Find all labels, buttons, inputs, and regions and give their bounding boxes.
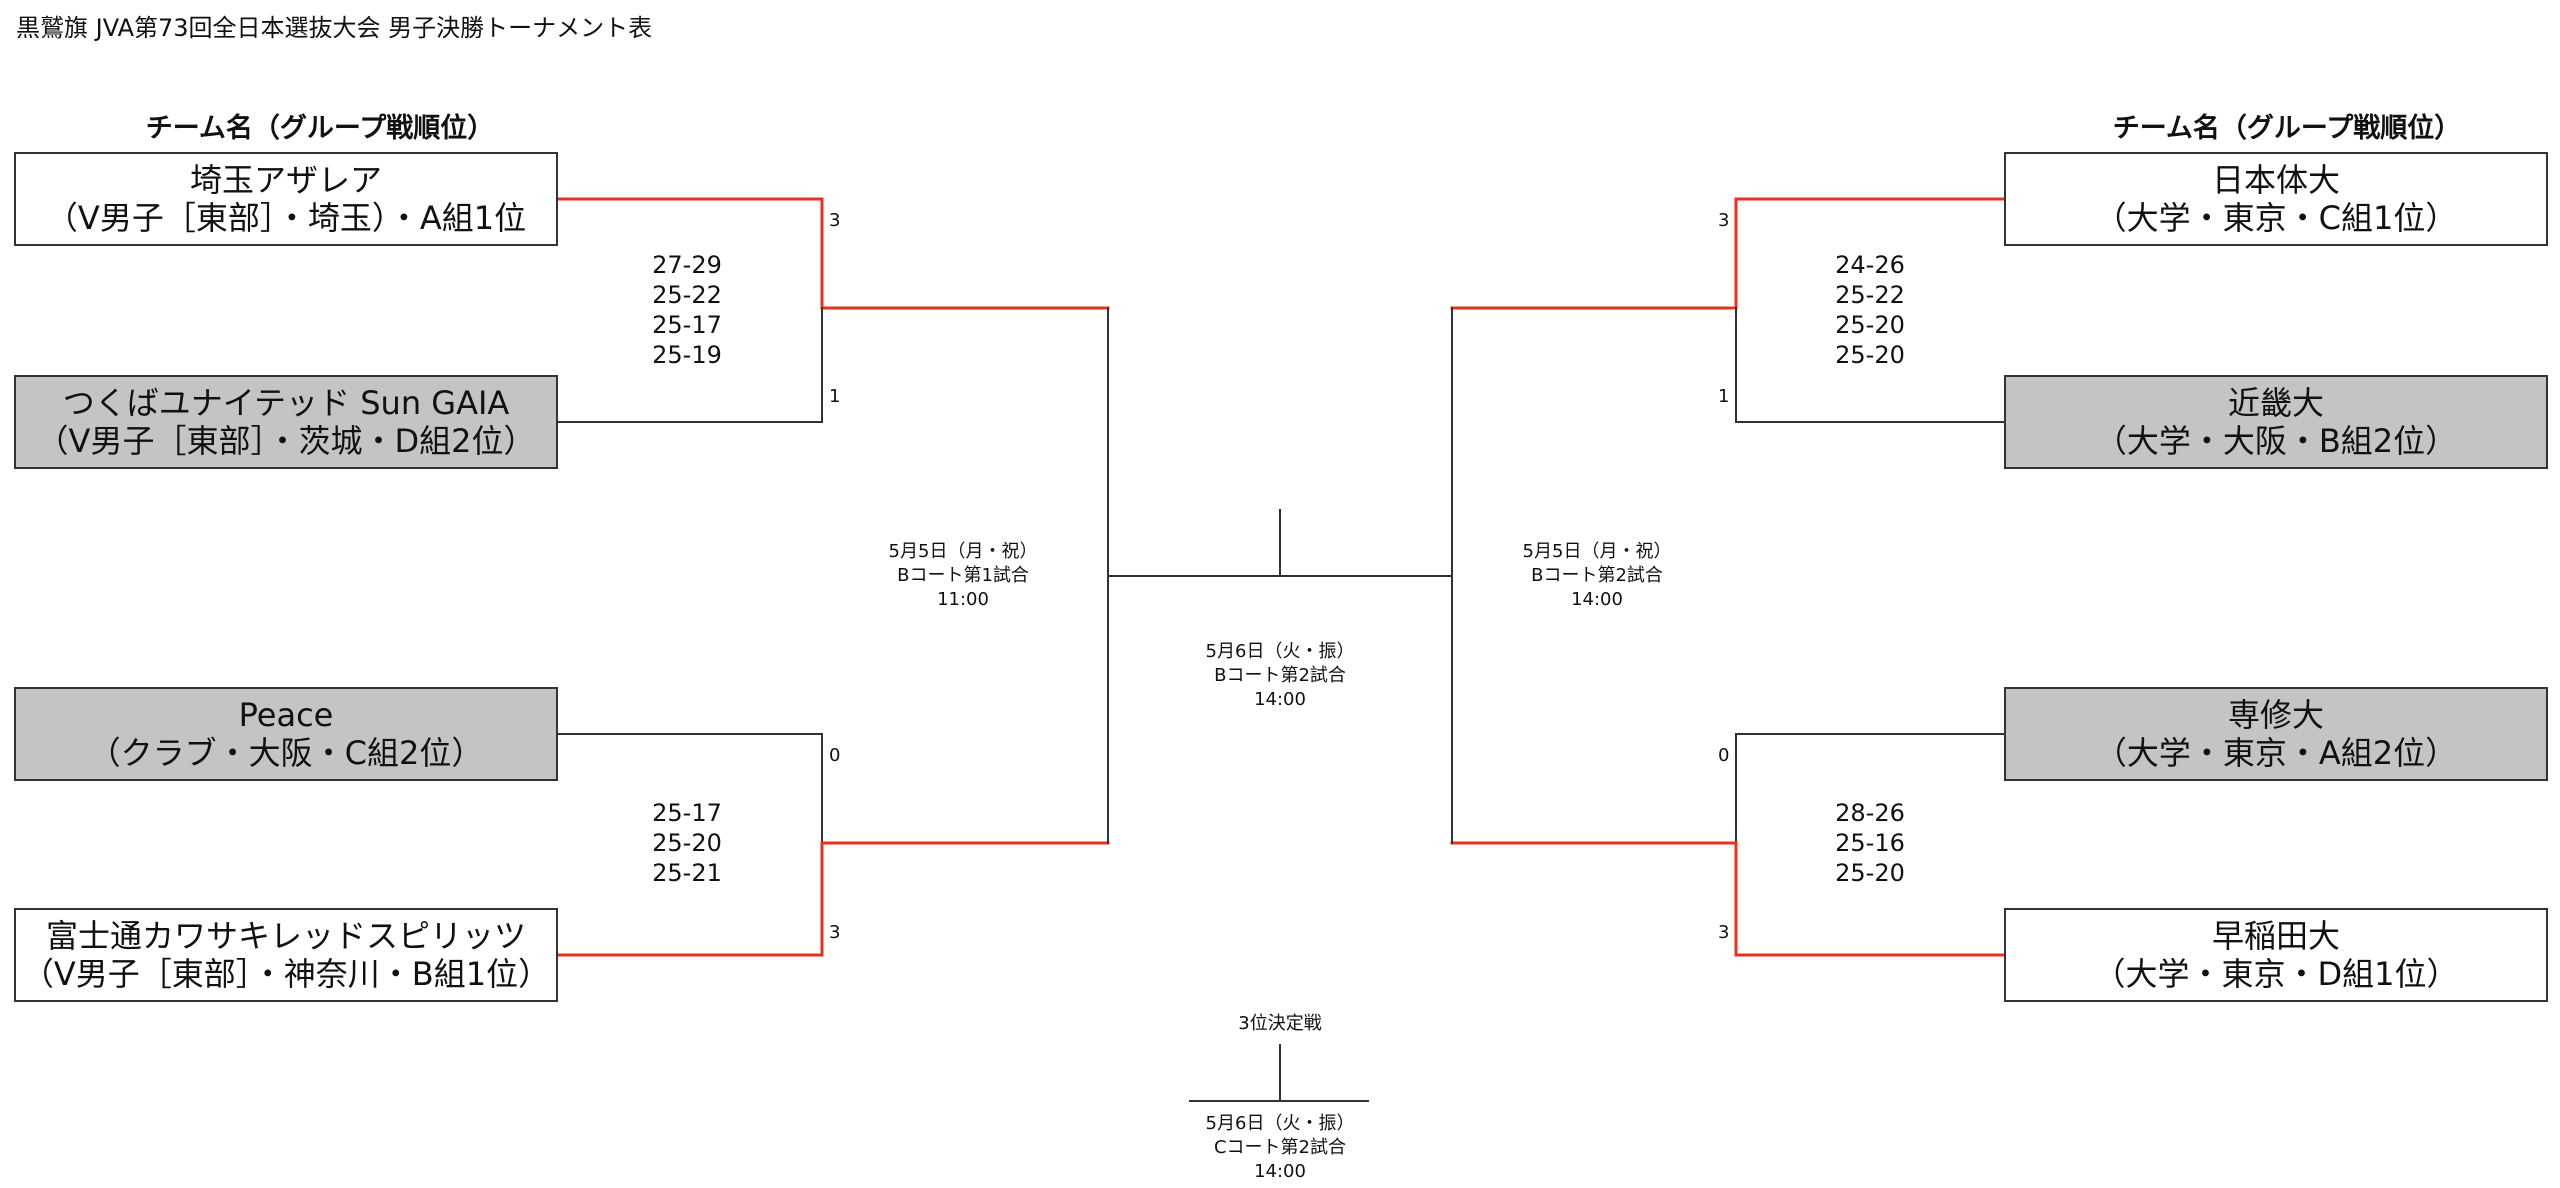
left-column-header: チーム名（グループ戦順位）: [145, 113, 495, 144]
match-court: Bコート第1試合: [897, 565, 1029, 586]
team-box-left-1: 埼玉アザレア （V男子［東部］・埼玉）・A組1位: [14, 152, 558, 246]
match-date: 5月6日（火・振）: [1205, 1113, 1355, 1134]
set-score: 25-16: [1835, 829, 1905, 857]
match-scores-right-1: 24-26 25-22 25-20 25-20: [1810, 250, 1930, 370]
set-count: 3: [1718, 922, 1730, 943]
team-box-left-4: 富士通カワサキレッドスピリッツ （V男子［東部］・神奈川・B組1位）: [14, 908, 558, 1002]
set-score: 25-20: [652, 829, 722, 857]
set-score: 25-21: [652, 859, 722, 887]
third-place-label: 3位決定戦: [1238, 1013, 1322, 1034]
team-detail: （クラブ・大阪・C組2位）: [88, 734, 484, 772]
set-count: 3: [1718, 210, 1730, 231]
set-count: 0: [1718, 745, 1730, 766]
team-name: 早稲田大: [2211, 917, 2340, 955]
team-name: つくばユナイテッド Sun GAIA: [62, 384, 510, 422]
team-box-left-3: Peace （クラブ・大阪・C組2位）: [14, 687, 558, 781]
set-score: 25-22: [1835, 281, 1905, 309]
set-count: 3: [829, 210, 841, 231]
set-score: 28-26: [1835, 799, 1905, 827]
team-detail: （大学・東京・C組1位）: [2094, 199, 2458, 237]
match-court: Bコート第2試合: [1214, 665, 1346, 686]
set-score: 27-29: [652, 251, 722, 279]
page-title: 黒鷲旗 JVA第73回全日本選抜大会 男子決勝トーナメント表: [16, 14, 653, 42]
team-box-left-2: つくばユナイテッド Sun GAIA （V男子［東部］・茨城・D組2位）: [14, 375, 558, 469]
third-place-info: 5月6日（火・振） Cコート第2試合 14:00: [1180, 1112, 1380, 1184]
right-column-header: チーム名（グループ戦順位）: [2112, 113, 2462, 144]
team-detail: （V男子［東部］・茨城・D組2位）: [36, 422, 536, 460]
team-box-right-4: 早稲田大 （大学・東京・D組1位）: [2004, 908, 2548, 1002]
match-scores-left-2: 25-17 25-20 25-21: [627, 798, 747, 888]
match-date: 5月5日（月・祝）: [1522, 541, 1672, 562]
team-name: 埼玉アザレア: [189, 161, 382, 199]
set-score: 25-17: [652, 311, 722, 339]
team-name: Peace: [238, 696, 334, 734]
set-count: 1: [1718, 386, 1730, 407]
team-box-right-3: 専修大 （大学・東京・A組2位）: [2004, 687, 2548, 781]
team-box-right-1: 日本体大 （大学・東京・C組1位）: [2004, 152, 2548, 246]
set-count: 0: [829, 745, 841, 766]
match-time: 14:00: [1571, 589, 1623, 610]
match-court: Cコート第2試合: [1213, 1137, 1347, 1158]
set-count: 3: [829, 922, 841, 943]
final-info: 5月6日（火・振） Bコート第2試合 14:00: [1180, 640, 1380, 712]
set-score: 25-19: [652, 341, 722, 369]
set-count: 1: [829, 386, 841, 407]
match-court: Bコート第2試合: [1531, 565, 1663, 586]
team-name: 専修大: [2227, 696, 2324, 734]
team-name: 日本体大: [2211, 161, 2340, 199]
team-detail: （V男子［東部］・神奈川・B組1位）: [21, 955, 551, 993]
team-name: 近畿大: [2227, 384, 2324, 422]
match-time: 11:00: [937, 589, 989, 610]
team-name: 富士通カワサキレッドスピリッツ: [45, 917, 526, 955]
match-time: 14:00: [1254, 1161, 1306, 1182]
set-score: 25-20: [1835, 341, 1905, 369]
set-score: 25-22: [652, 281, 722, 309]
match-date: 5月5日（月・祝）: [888, 541, 1038, 562]
match-time: 14:00: [1254, 689, 1306, 710]
set-score: 25-17: [652, 799, 722, 827]
team-detail: （大学・東京・A組2位）: [2094, 734, 2458, 772]
semifinal-info-right: 5月5日（月・祝） Bコート第2試合 14:00: [1497, 540, 1697, 612]
team-detail: （大学・大阪・B組2位）: [2094, 422, 2458, 460]
team-detail: （V男子［東部］・埼玉）・A組1位: [45, 199, 527, 237]
set-score: 24-26: [1835, 251, 1905, 279]
semifinal-info-left: 5月5日（月・祝） Bコート第1試合 11:00: [863, 540, 1063, 612]
match-scores-left-1: 27-29 25-22 25-17 25-19: [627, 250, 747, 370]
set-score: 25-20: [1835, 311, 1905, 339]
team-box-right-2: 近畿大 （大学・大阪・B組2位）: [2004, 375, 2548, 469]
match-scores-right-2: 28-26 25-16 25-20: [1810, 798, 1930, 888]
set-score: 25-20: [1835, 859, 1905, 887]
match-date: 5月6日（火・振）: [1205, 641, 1355, 662]
team-detail: （大学・東京・D組1位）: [2093, 955, 2459, 993]
